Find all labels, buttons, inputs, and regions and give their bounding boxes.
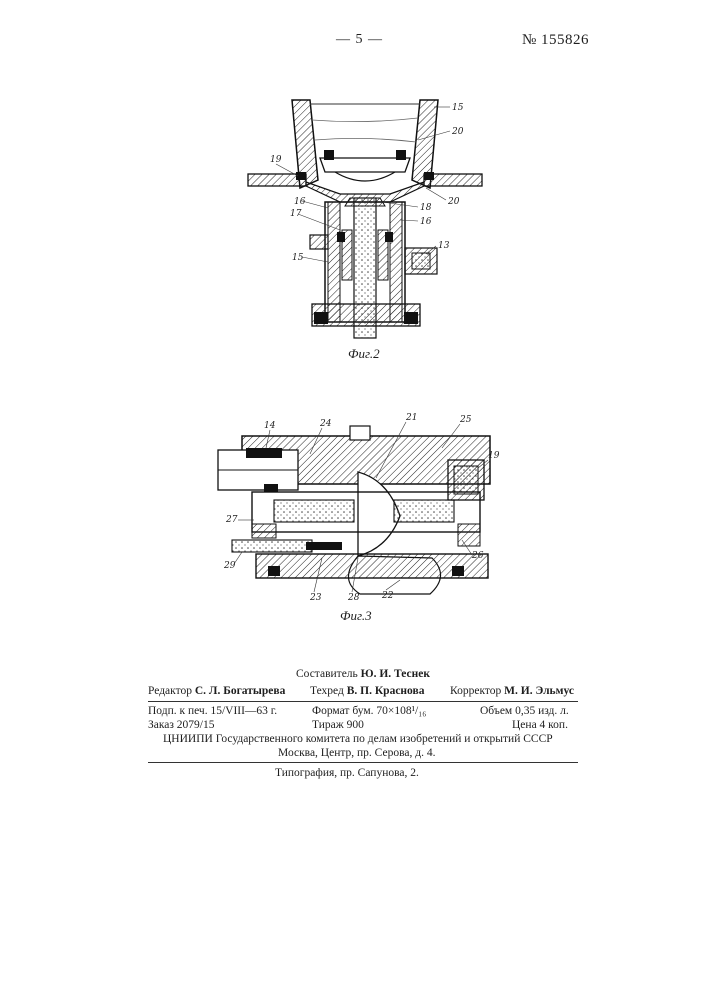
callout-label: 19 (488, 451, 500, 461)
callout-label: 23 (309, 593, 322, 603)
callout-label: 27 (225, 515, 238, 525)
corrector-label: Корректор (450, 685, 501, 697)
techred-name: В. П. Краснова (347, 685, 425, 697)
editor-name: С. Л. Богатырева (195, 685, 286, 697)
order-number: Заказ 2079/15 (148, 719, 215, 731)
corrector-line: Корректор М. И. Эльмус (450, 685, 574, 697)
callout-label: 20 (447, 197, 460, 207)
callout-label: 29 (223, 561, 236, 571)
editor-label: Редактор (148, 685, 192, 697)
callout-label: 20 (451, 127, 464, 137)
callout-label: 26 (471, 551, 484, 561)
figure-3-caption: Фиг.3 (340, 608, 372, 624)
price: Цена 4 коп. (512, 719, 568, 731)
callout-label: 15 (292, 253, 304, 263)
callout-label: 28 (347, 593, 360, 603)
figure-3-drawing: 14 24 21 25 19 27 29 26 23 28 22 (210, 408, 510, 608)
imprint-divider (148, 701, 578, 702)
printer: Типография, пр. Сапунова, 2. (275, 767, 419, 779)
compiler-name: Ю. И. Теснек (361, 668, 430, 680)
compiler-line: Составитель Ю. И. Теснек (296, 668, 430, 680)
patent-number: № 155826 (522, 32, 589, 49)
callout-label: 13 (438, 241, 450, 251)
callout-label: 25 (459, 415, 472, 425)
corrector-name: М. И. Эльмус (504, 685, 574, 697)
signed-date: Подп. к печ. 15/VIII—63 г. (148, 705, 277, 717)
print-run: Тираж 900 (312, 719, 364, 731)
callout-label: 19 (270, 155, 282, 165)
techred-label: Техред (310, 685, 344, 697)
figure-2-drawing: 15 20 19 20 16 18 16 17 13 15 (240, 90, 490, 350)
compiler-label: Составитель (296, 668, 358, 680)
volume: Объем 0,35 изд. л. (480, 705, 569, 717)
callout-label: 15 (452, 103, 464, 113)
paper-format: Формат бум. 70×108¹/₁₆ (312, 705, 426, 717)
callout-label: 17 (290, 209, 302, 219)
callout-label: 14 (264, 421, 276, 431)
callout-label: 24 (319, 419, 332, 429)
callout-label: 21 (405, 413, 417, 423)
callout-label: 16 (420, 217, 432, 227)
institute-address: Москва, Центр, пр. Серова, д. 4. (278, 747, 435, 759)
techred-line: Техред В. П. Краснова (310, 685, 424, 697)
printer-divider (148, 762, 578, 763)
editor-line: Редактор С. Л. Богатырева (148, 685, 285, 697)
callout-label: 18 (420, 203, 432, 213)
figure-2-caption: Фиг.2 (348, 346, 380, 362)
callout-label: 22 (381, 591, 394, 601)
callout-label: 16 (294, 197, 306, 207)
institute: ЦНИИПИ Государственного комитета по дела… (163, 733, 553, 745)
page-number: — 5 — (336, 32, 383, 48)
